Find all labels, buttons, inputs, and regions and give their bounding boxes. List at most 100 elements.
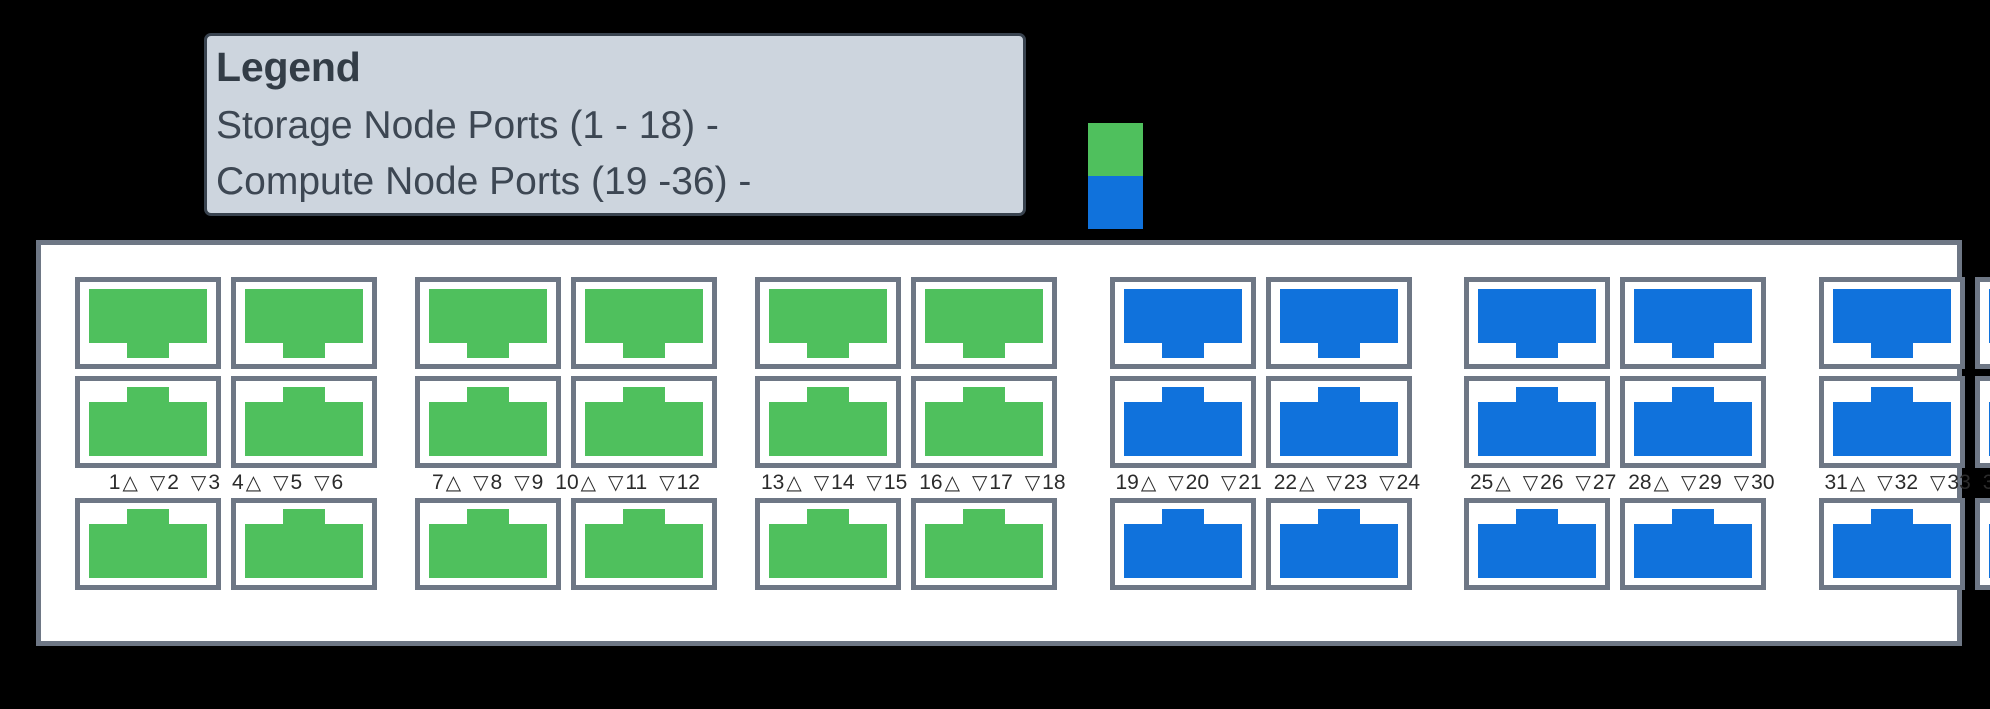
port-12[interactable] — [571, 498, 717, 590]
triangle-down-icon: ▽ — [1733, 472, 1750, 494]
port-4[interactable] — [231, 277, 377, 369]
port-5[interactable] — [231, 376, 377, 468]
port-34[interactable] — [1974, 277, 1990, 369]
port-27[interactable] — [1464, 498, 1610, 590]
port-label-3: ▽3 — [191, 471, 220, 495]
rj45-jack-icon — [1123, 387, 1242, 456]
port-18[interactable] — [911, 498, 1057, 590]
jack-tab — [807, 343, 849, 358]
jack-body — [1123, 524, 1242, 578]
jack-tab — [1161, 343, 1204, 358]
rj45-jack-icon — [245, 387, 363, 456]
rj45-jack-icon — [89, 387, 207, 456]
port-3[interactable] — [75, 498, 221, 590]
port-label-15: ▽15 — [867, 471, 908, 495]
port-21[interactable] — [1109, 498, 1256, 590]
jack-body — [1123, 289, 1242, 343]
port-number: 34 — [1982, 471, 1990, 494]
port-number: 12 — [676, 471, 700, 494]
rj45-jack-icon — [1279, 387, 1398, 456]
port-33[interactable] — [1818, 498, 1965, 590]
port-35[interactable] — [1974, 376, 1990, 468]
port-26[interactable] — [1464, 376, 1610, 468]
port-label-24: ▽24 — [1379, 471, 1420, 495]
jack-tab — [623, 343, 665, 358]
triangle-down-icon: ▽ — [1379, 472, 1395, 494]
port-36[interactable] — [1974, 498, 1990, 590]
jack-body — [1634, 524, 1752, 578]
port-number: 9 — [531, 471, 544, 494]
port-8[interactable] — [415, 376, 561, 468]
port-label-13: 13△ — [761, 471, 802, 495]
port-19[interactable] — [1109, 277, 1256, 369]
triangle-down-icon: ▽ — [473, 472, 489, 494]
triangle-down-icon: ▽ — [273, 472, 289, 494]
legend-row-compute: Compute Node Ports (19 -36) - — [216, 154, 751, 210]
port-label-23: ▽23 — [1327, 471, 1368, 495]
port-14[interactable] — [755, 376, 901, 468]
rj45-jack-icon — [1123, 289, 1242, 358]
port-number: 13 — [761, 471, 785, 494]
triangle-down-icon: ▽ — [866, 472, 882, 494]
port-20[interactable] — [1109, 376, 1256, 468]
port-label-11: ▽11 — [608, 471, 647, 495]
rj45-jack-icon — [1634, 387, 1752, 456]
legend-label-storage: Storage Node Ports (1 - 18) - — [216, 104, 719, 147]
port-label-9: ▽9 — [514, 471, 543, 495]
port-number: 22 — [1273, 471, 1298, 494]
rj45-jack-icon — [429, 387, 547, 456]
port-label-19: 19△ — [1116, 471, 1157, 495]
port-15[interactable] — [755, 498, 901, 590]
port-30[interactable] — [1620, 498, 1766, 590]
port-number: 23 — [1343, 471, 1368, 494]
port-23[interactable] — [1265, 376, 1412, 468]
port-9[interactable] — [415, 498, 561, 590]
port-25[interactable] — [1464, 277, 1610, 369]
triangle-down-icon: ▽ — [1930, 472, 1946, 494]
port-number: 28 — [1628, 471, 1652, 494]
jack-body — [1832, 289, 1951, 343]
port-number: 21 — [1238, 471, 1262, 494]
port-17[interactable] — [911, 376, 1057, 468]
port-31[interactable] — [1818, 277, 1965, 369]
port-11[interactable] — [571, 376, 717, 468]
port-7[interactable] — [415, 277, 561, 369]
triangle-up-icon: △ — [944, 472, 960, 494]
port-28[interactable] — [1620, 277, 1766, 369]
jack-body — [89, 402, 207, 456]
port-label-4: 4△ — [232, 471, 261, 495]
port-row-top — [1109, 277, 1427, 369]
port-number: 10 — [555, 471, 579, 494]
rj45-jack-icon — [1279, 289, 1398, 358]
triangle-up-icon: △ — [122, 472, 138, 494]
port-10[interactable] — [571, 277, 717, 369]
port-label-16: 16△ — [919, 471, 960, 495]
jack-body — [1832, 402, 1951, 456]
port-row-bottom — [1109, 498, 1427, 590]
port-32[interactable] — [1818, 376, 1965, 468]
rj45-jack-icon — [925, 509, 1043, 578]
port-number: 20 — [1185, 471, 1209, 494]
jack-tab — [467, 509, 509, 524]
jack-body — [585, 402, 703, 456]
port-number: 2 — [167, 471, 179, 494]
rj45-jack-icon — [1832, 509, 1951, 578]
port-13[interactable] — [755, 277, 901, 369]
legend-label-compute: Compute Node Ports (19 -36) - — [216, 160, 752, 203]
port-6[interactable] — [231, 498, 377, 590]
port-number: 26 — [1540, 471, 1564, 494]
jack-tab — [1516, 343, 1558, 358]
port-2[interactable] — [75, 376, 221, 468]
jack-tab — [467, 387, 509, 402]
jack-body — [925, 402, 1043, 456]
port-1[interactable] — [75, 277, 221, 369]
jack-tab — [127, 343, 169, 358]
jack-tab — [1317, 343, 1360, 358]
port-22[interactable] — [1265, 277, 1412, 369]
port-16[interactable] — [911, 277, 1057, 369]
port-row-middle — [1464, 376, 1781, 468]
port-29[interactable] — [1620, 376, 1766, 468]
port-24[interactable] — [1265, 498, 1412, 590]
triangle-down-icon: ▽ — [1168, 472, 1184, 494]
